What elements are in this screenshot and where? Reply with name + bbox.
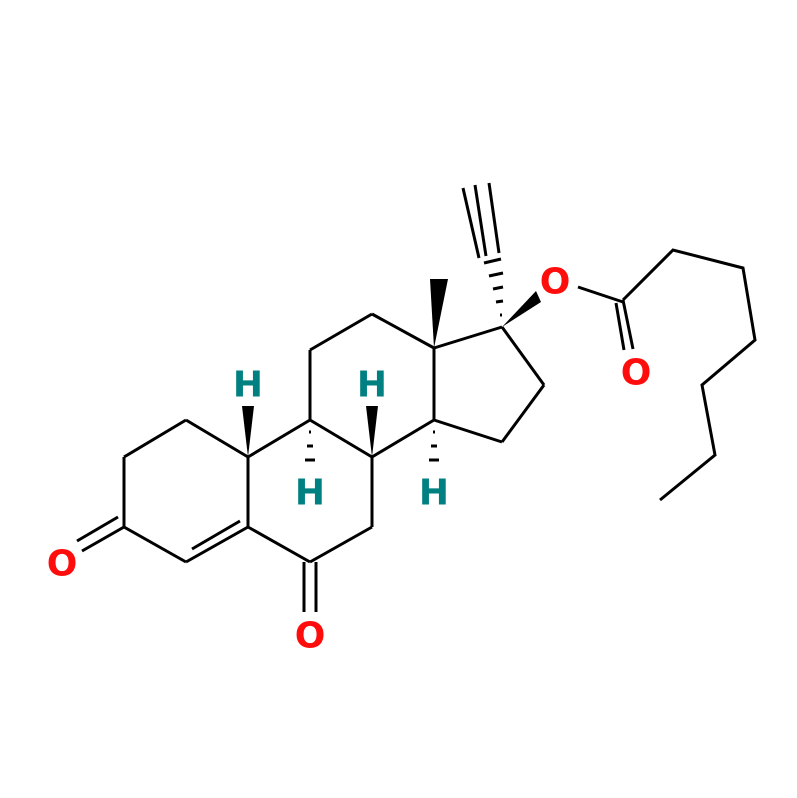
carbonyl-bond [81, 525, 125, 553]
carbonyl-bond [621, 299, 635, 350]
atom-labels: O O O O H H H H [47, 262, 652, 657]
hashed-bond [483, 257, 504, 317]
oxygen-label: O [540, 262, 571, 303]
bond [371, 312, 435, 350]
hydrogen-label: H [357, 365, 387, 406]
triple-bond [461, 187, 481, 259]
bond [309, 418, 373, 459]
oxygen-label: O [295, 616, 326, 657]
bond [123, 525, 187, 564]
double-bond-inner [191, 519, 241, 551]
hydrogen-label: H [419, 473, 449, 514]
bond [247, 418, 311, 459]
bond [433, 325, 503, 350]
bond [433, 418, 503, 444]
triple-bond [473, 184, 488, 257]
bond [500, 326, 546, 386]
wedge-bond [366, 406, 378, 457]
bond [309, 525, 373, 564]
wedge-bond [502, 291, 541, 327]
triple-bond [487, 182, 501, 254]
oxygen-label: O [47, 544, 78, 585]
wedge-bond [242, 406, 254, 457]
hydrogen-label: H [295, 473, 325, 514]
alkyl-chain [621, 248, 757, 502]
bond [500, 384, 546, 443]
oxygen-label: O [621, 353, 652, 394]
hydrogen-label: H [233, 365, 263, 406]
bond [123, 418, 187, 459]
bond [309, 312, 373, 352]
bond [185, 525, 249, 564]
bond [371, 418, 435, 459]
bond [185, 418, 249, 459]
carbonyl-bond [76, 515, 119, 543]
bond [577, 285, 624, 304]
carbonyl-bond [614, 302, 626, 351]
wedge-bond [430, 279, 448, 348]
bonds [76, 182, 757, 612]
hashed-bond [305, 430, 439, 462]
bond [247, 525, 311, 564]
